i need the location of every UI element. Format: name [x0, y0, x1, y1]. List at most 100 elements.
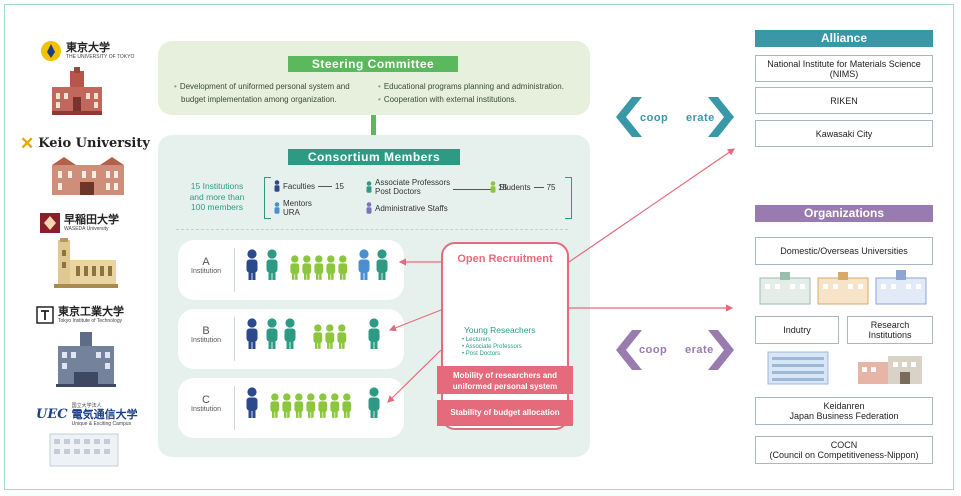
young-researchers-label: Young Reseachers: [464, 325, 536, 335]
steering-bullet-l1: Development of uniformed personal system…: [179, 82, 350, 91]
legend-students: Students 75: [490, 181, 555, 193]
alliance-nims: National Institute for Materials Science…: [755, 55, 933, 82]
steering-bullets-left: •Development of uniformed personal syste…: [174, 80, 374, 106]
cocn-line-2: (Council on Competitiveness-Nippon): [769, 450, 919, 460]
institution-b-separator: [234, 317, 235, 361]
person-navy-icon: [274, 180, 280, 192]
coop-right-alliance: erate: [686, 112, 715, 124]
tokyotech-name: 東京工業大学: [58, 305, 124, 319]
steering-bullet-r2: Cooperation with external institutions.: [383, 95, 517, 104]
waseda-sub: WASEDA University: [64, 225, 109, 232]
institution-b-word: Institution: [191, 337, 221, 344]
utokyo-logo: 東京大学 THE UNIVERSITY OF TOKYO: [40, 40, 134, 62]
keidanren-line-1: Keidanren: [823, 401, 865, 411]
role-lecturers: Lecturers: [465, 337, 491, 343]
industry-label: Indutry: [783, 325, 811, 335]
student-person: [314, 255, 324, 280]
chevron-right-icon: [708, 330, 734, 370]
institution-c-word: Institution: [191, 406, 221, 413]
summary-line-1: 15 Institutions: [190, 181, 244, 191]
waseda-name: 早稲田大学: [64, 213, 119, 227]
research-line-2: Institutions: [868, 330, 912, 340]
mobility-bar: Mobility of researchers and uniformed pe…: [437, 366, 573, 394]
person-lime-icon: [490, 181, 496, 193]
assoc-label: Associate Professors: [375, 178, 451, 187]
faculties-count: 15: [335, 181, 344, 191]
student-person: [290, 255, 300, 280]
student-person: [338, 255, 348, 280]
student-person: [294, 393, 304, 418]
postdoc-person: [368, 387, 380, 418]
student-person: [326, 255, 336, 280]
stability-bar: Stability of budget allocation: [437, 400, 573, 426]
org-domestic: Domestic/Overseas Universities: [755, 237, 933, 265]
institution-a-letter: A: [202, 256, 210, 268]
postdoc-person: [368, 318, 380, 349]
pen-mark-icon: ✕: [20, 134, 35, 154]
steering-title: Steering Committee: [288, 56, 458, 72]
waseda-building-icon: [54, 238, 118, 288]
student-person: [302, 255, 312, 280]
kawasaki-label: Kawasaki City: [815, 128, 873, 139]
coop-left-org: coop: [639, 344, 668, 356]
uec-logo: UEC 国立大学法人 電気通信大学 Unique & Exciting Camp…: [36, 402, 138, 427]
chevron-right-icon: [708, 97, 734, 137]
student-person: [330, 393, 340, 418]
postdoc-person: [266, 318, 278, 349]
cooperate-organizations: [616, 330, 734, 370]
nims-line-2: (NIMS): [829, 68, 859, 79]
uec-building-icon: [49, 433, 119, 467]
institution-c-letter: C: [202, 394, 210, 406]
utokyo-name: 東京大学: [66, 41, 110, 55]
postdoc-label: Post Doctors: [375, 187, 421, 196]
chevron-left-icon: [616, 97, 642, 137]
org-industry: Indutry: [755, 316, 839, 344]
consortium-title: Consortium Members: [288, 149, 460, 165]
postdoc-person: [266, 249, 278, 280]
faculties-label: Faculties: [283, 181, 316, 191]
riken-label: RIKEN: [830, 95, 858, 106]
steering-bullets-right: •Educational programs planning and admin…: [378, 82, 564, 104]
student-person: [337, 324, 347, 349]
consortium-divider: [176, 229, 568, 230]
student-person: [325, 324, 335, 349]
keidanren-line-2: Japan Business Federation: [789, 411, 899, 421]
uec-name: 電気通信大学: [71, 408, 138, 421]
institution-c-separator: [234, 386, 235, 430]
tokyotech-sub: Tokyo Institute of Technology: [58, 317, 123, 324]
ginkgo-icon: [41, 41, 61, 61]
institution-b-letter: B: [202, 325, 210, 337]
summary-line-3: 100 members: [191, 202, 243, 212]
institution-a-word: Institution: [191, 268, 221, 275]
steering-connector: [371, 115, 376, 135]
young-roles-list: • Lecturers • Associate Professors • Pos…: [462, 337, 522, 357]
open-recruitment-title: Open Recruitment: [457, 253, 553, 265]
legend-admin: Administrative Staffs: [366, 202, 448, 214]
role-assoc: Associate Professors: [465, 344, 522, 350]
alliance-kawasaki: Kawasaki City: [755, 120, 933, 147]
utokyo-sub: THE UNIVERSITY OF TOKYO: [66, 53, 135, 60]
ura-label: URA: [283, 208, 300, 217]
alliance-header: Alliance: [755, 30, 933, 47]
assoc-count: 15: [498, 182, 508, 192]
institution-c-icon: C Institution: [188, 386, 224, 430]
student-person: [306, 393, 316, 418]
student-person: [282, 393, 292, 418]
tokyotech-logo: 東京工業大学 Tokyo Institute of Technology: [36, 306, 124, 324]
uec-sub: Unique & Exciting Campus: [71, 420, 132, 427]
faculty-person: [246, 318, 258, 349]
alliance-riken: RIKEN: [755, 87, 933, 114]
mentor-person: [358, 249, 370, 280]
domestic-label: Domestic/Overseas Universities: [780, 246, 908, 256]
faculty-person: [246, 387, 258, 418]
steering-bullet-r1: Educational programs planning and admini…: [383, 82, 564, 91]
mentors-label: Mentors: [283, 199, 312, 208]
consortium-summary: 15 Institutions and more than 100 member…: [176, 181, 258, 213]
universities-buildings-icon: [759, 270, 927, 305]
keio-building-icon: [52, 157, 124, 195]
mobility-line-2: uniformed personal system: [452, 382, 558, 391]
coop-left-alliance: coop: [640, 112, 669, 124]
